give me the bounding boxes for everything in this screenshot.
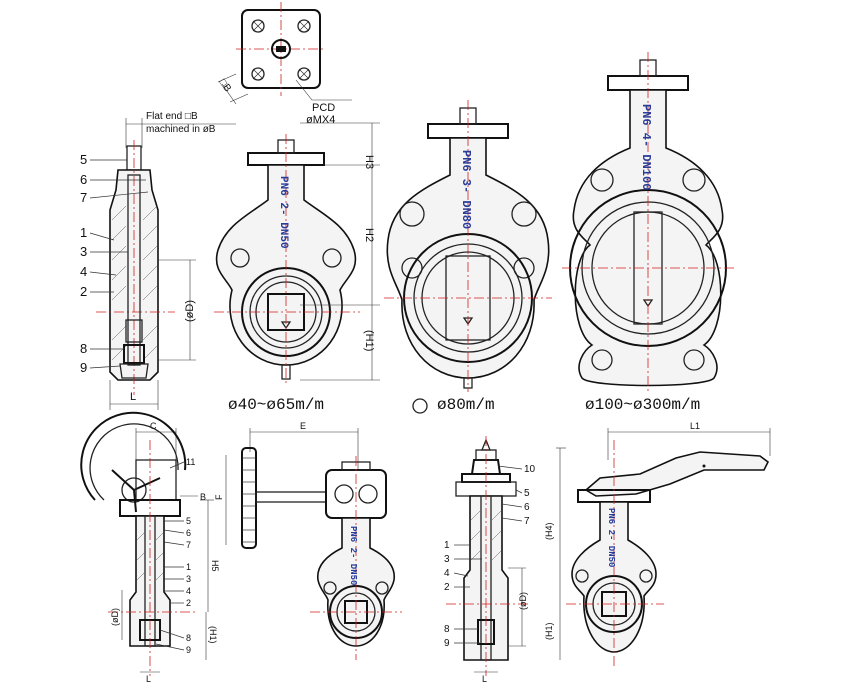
part-label: 7 — [186, 540, 191, 550]
part-label: 5 — [80, 152, 87, 167]
casting-marking: PN6 2- DN50 — [348, 526, 358, 585]
gear-side-view: C B 11 5 6 7 1 3 4 2 8 9 — [80, 411, 220, 684]
diameter-label: (øD) — [518, 592, 528, 610]
part-label: 10 — [524, 464, 536, 475]
casting-marking: PN6 2- DN50 — [606, 508, 616, 567]
part-label: 2 — [444, 582, 450, 593]
flat-end-note: Flat end □B — [146, 111, 198, 122]
size-caption: ø80m/m — [437, 396, 495, 414]
length-label: L — [146, 674, 151, 684]
h3-label: H3 — [363, 155, 375, 169]
part-label: 8 — [80, 341, 87, 356]
part-label: 3 — [80, 244, 87, 259]
h1-label: (H1) — [208, 626, 218, 644]
part-label: 11 — [186, 457, 195, 467]
h1-label: (H1) — [544, 622, 554, 640]
diameter-label: (øD) — [184, 300, 196, 322]
valve-large: PN6 4- DN100 ø100~ø300m/m — [562, 52, 736, 414]
part-label: 6 — [186, 528, 191, 538]
part-label: 1 — [186, 562, 191, 572]
lever-side-view: 10 5 6 7 1 3 4 2 8 9 (øD) L — [444, 436, 536, 684]
b-label: B — [200, 492, 206, 502]
pcd-label: PCD — [312, 102, 335, 114]
casting-marking: PN6 4- DN100 — [639, 104, 653, 190]
top-flange-view: □B PCD øMX4 — [217, 2, 352, 126]
part-label: 4 — [186, 586, 191, 596]
h2-label: H2 — [363, 228, 375, 242]
l1-label: L1 — [690, 421, 700, 431]
part-label: 9 — [80, 360, 87, 375]
size-caption: ø100~ø300m/m — [585, 396, 700, 414]
part-label: 3 — [444, 554, 450, 565]
part-label: 9 — [444, 638, 450, 649]
size-caption: ø40~ø65m/m — [228, 396, 324, 414]
part-label: 7 — [80, 190, 87, 205]
casting-marking: PN6 3- DN80 — [459, 150, 473, 229]
part-label: 1 — [80, 225, 87, 240]
part-label: 2 — [80, 284, 87, 299]
part-label: 6 — [524, 502, 530, 513]
gear-front-view: E F PN6 2- DN50 — [214, 421, 402, 660]
f-label: F — [214, 494, 224, 500]
length-label: L — [482, 674, 487, 684]
length-label: L — [130, 391, 136, 403]
lever-front-view: L1 PN6 2- DN50 (H4) (H1) — [544, 421, 771, 668]
part-label: 5 — [186, 516, 191, 526]
bolt-label: øMX4 — [306, 114, 335, 126]
part-label: 9 — [186, 645, 191, 655]
c-label: C — [150, 421, 157, 431]
part-label: 3 — [186, 574, 191, 584]
part-label: 8 — [186, 633, 191, 643]
part-label: 7 — [524, 516, 530, 527]
valve-medium: PN6 3- DN80 ø80m/m — [384, 100, 552, 414]
e-label: E — [300, 421, 306, 431]
h4-label: (H4) — [544, 522, 554, 540]
diameter-label: (øD) — [110, 608, 120, 626]
h1-label: (H1) — [363, 330, 375, 351]
part-label: 2 — [186, 598, 191, 608]
h5-label: H5 — [210, 560, 220, 572]
part-label: 4 — [444, 568, 450, 579]
part-label: 5 — [524, 488, 530, 499]
section-view-top: Flat end □B machined in øB 5 6 7 1 3 — [80, 111, 236, 410]
part-label: 8 — [444, 624, 450, 635]
casting-marking: PN6 2- DN50 — [277, 176, 289, 249]
part-label: 1 — [444, 540, 450, 551]
valve-small: PN6 2- DN50 ø40~ø65m/m H3 H2 (H1) — [214, 122, 380, 414]
part-label: 6 — [80, 172, 87, 187]
part-label: 4 — [80, 264, 87, 279]
flange-b-label: □B — [217, 77, 233, 94]
machined-note: machined in øB — [146, 124, 216, 135]
